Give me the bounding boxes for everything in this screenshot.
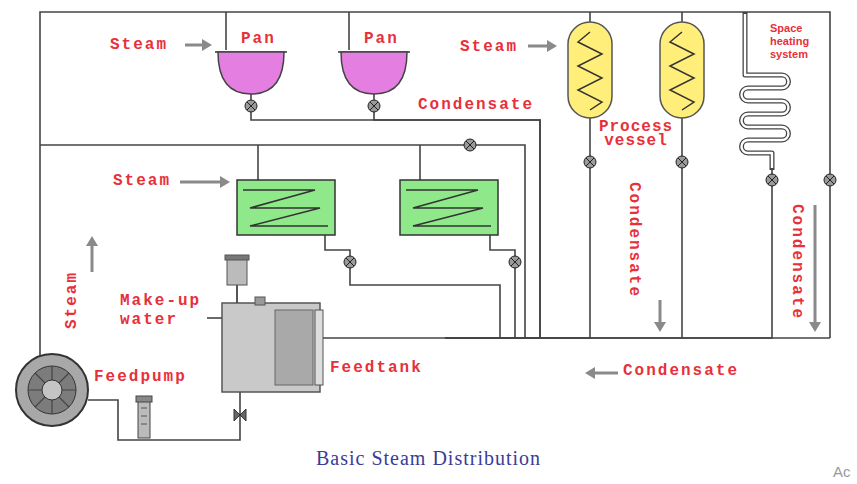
boiler [16,354,88,426]
node-label: Feedtank [330,359,423,378]
condensate-pipe [490,235,515,338]
feed-pump [136,396,152,438]
flow-label: Steam [460,38,518,57]
valve [234,409,246,421]
steam-main [40,12,830,356]
flow-label: Condensate [624,182,643,298]
process-vessel: Process vessel [560,20,712,156]
feed-line [88,392,240,440]
pan-vessel: Pan [338,30,410,100]
make-up-pipe [207,317,215,319]
steam-branch [589,12,591,22]
part-label: Make-up water [120,292,215,330]
heat-exchanger [400,180,498,235]
condensate-header [445,337,830,339]
node-label: Process vessel [596,120,676,148]
steam-trap [245,100,836,268]
watermark: Ac [833,462,851,481]
flow-label: Condensate [623,362,739,381]
condensate-pipe [374,100,540,338]
condensate-pipe [681,118,683,338]
condensate-pipe [589,118,591,156]
flow-label: Steam [113,172,171,191]
space-heating: Space heating system [732,18,830,170]
node-label: Space heating system [770,22,826,61]
steam-branch [681,12,683,22]
pipework [40,12,830,440]
flow-label: Condensate [418,96,534,115]
flow-label: Steam [110,36,168,55]
flow-label: Condensate [787,204,806,320]
condensate-pipe [325,235,500,338]
node-label: Pan [241,30,276,49]
pan-vessel: Pan [215,30,287,100]
part-label: Feedpump [94,368,187,387]
steam-branch [419,145,421,180]
flow-arrow [86,39,821,379]
caption: Basic Steam Distribution [0,446,857,470]
feed-tank: Feedtank [215,255,445,395]
node-label: Pan [364,30,399,49]
flow-label: Steam [63,271,82,329]
steam-branch [348,12,350,50]
steam-branch [225,12,227,50]
heat-exchanger [237,180,335,235]
steam-branch [257,145,259,180]
